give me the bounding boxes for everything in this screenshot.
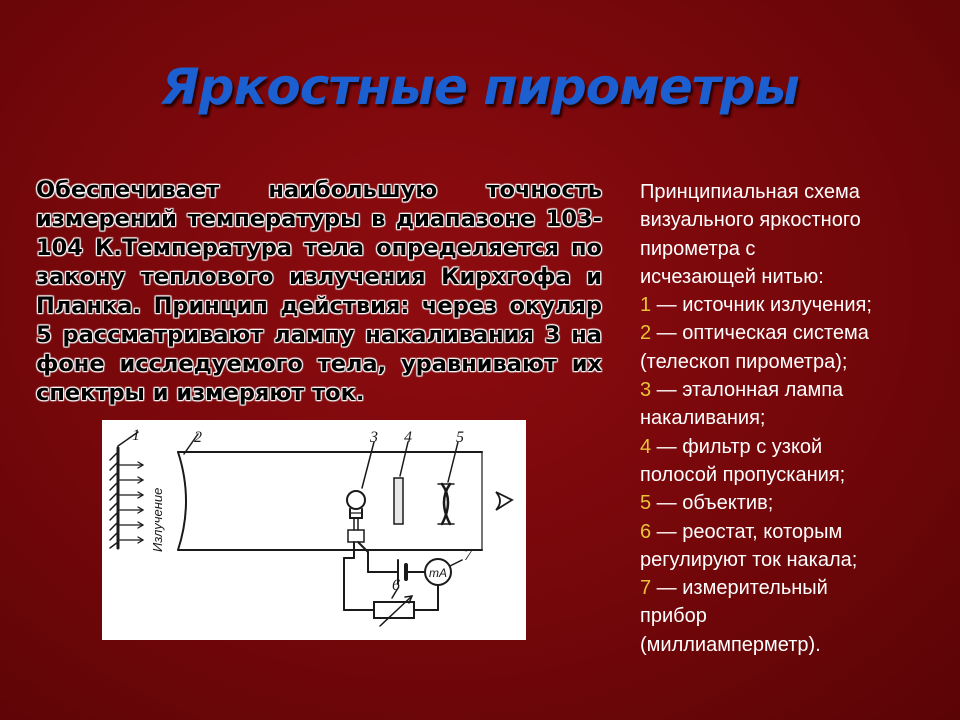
radiation-label: Излучение [150, 488, 165, 552]
legend-item-1: 1 — источник излучения; [640, 291, 940, 319]
leader-line-5 [447, 441, 459, 483]
legend-number: 3 [640, 379, 652, 402]
legend-item-text: — фильтр с узкой [651, 435, 823, 458]
legend-number: 6 [640, 520, 652, 543]
legend-item-text: — источник излучения; [651, 294, 872, 317]
legend-number: 4 [640, 435, 652, 458]
diagram-label-6: 6 [392, 577, 400, 594]
telescope-tube [177, 451, 483, 551]
legend-intro-line: исчезающей нитью: [640, 265, 824, 288]
leader-line-1 [117, 431, 139, 447]
legend-number: 2 [640, 322, 652, 345]
legend-item-text: регулируют ток накала; [640, 548, 858, 571]
legend-item-text: накаливания; [640, 407, 766, 430]
schematic-drawing: Излучение [109, 427, 514, 627]
legend-number: 7 [640, 577, 652, 600]
objective-lens [437, 482, 455, 526]
legend-item-text: — оптическая система [651, 322, 869, 345]
diagram-label-1: 1 [132, 427, 140, 444]
legend-intro-line: пирометра с [640, 237, 756, 260]
leader-line-4 [399, 441, 409, 477]
legend-item-5: 5 — объектив; [640, 489, 940, 517]
legend-item-text: полосой пропускания; [640, 463, 846, 486]
legend-item-3: 3 — эталонная лампа [640, 376, 940, 404]
legend-intro-line: визуального яркостного [640, 209, 861, 232]
slide-title: Яркостные пирометры [161, 58, 800, 116]
diagram-label-7: 7 [464, 547, 473, 564]
legend-item-text: — эталонная лампа [651, 379, 844, 402]
legend-item-2: 2 — оптическая система [640, 319, 940, 347]
circuit-wiring [343, 541, 439, 611]
rheostat [373, 595, 415, 627]
diagram-label-3: 3 [369, 429, 378, 446]
diagram-label-4: 4 [404, 429, 412, 446]
eye-icon [495, 491, 514, 511]
leader-line-3 [361, 441, 375, 489]
battery [397, 559, 408, 585]
leader-line-2 [183, 433, 199, 455]
leader-line-7 [449, 559, 463, 567]
legend-item-4: 4 — фильтр с узкой [640, 433, 940, 461]
legend-item-text: — измерительный [651, 577, 828, 600]
legend-number: 5 [640, 492, 652, 515]
legend-intro-line: Принципиальная схема [640, 181, 860, 203]
diagram-legend: Принципиальная схема визуального яркостн… [640, 178, 940, 659]
diagram-label-5: 5 [456, 429, 464, 446]
legend-item-text: (телескоп пирометра); [640, 350, 848, 373]
leader-line-6 [391, 587, 399, 599]
meter-label: mA [429, 566, 447, 580]
legend-item-7: 7 — измерительный [640, 574, 940, 602]
legend-item-text: — реостат, которым [651, 520, 843, 543]
legend-item-text: (миллиамперметр). [640, 633, 821, 656]
filter-plate [393, 477, 404, 525]
legend-item-text: — объектив; [651, 492, 774, 515]
description-paragraph: Обеспечивает наибольшую точность измерен… [36, 177, 602, 406]
legend-number: 1 [640, 294, 652, 317]
milliammeter [424, 558, 452, 586]
radiation-source [109, 446, 120, 550]
reference-lamp [346, 490, 366, 543]
legend-item-text: прибор [640, 605, 707, 628]
legend-item-6: 6 — реостат, которым [640, 518, 940, 546]
diagram-label-2: 2 [194, 429, 202, 446]
pyrometer-schematic: Излучение [102, 420, 526, 640]
radiation-arrows [119, 461, 145, 544]
